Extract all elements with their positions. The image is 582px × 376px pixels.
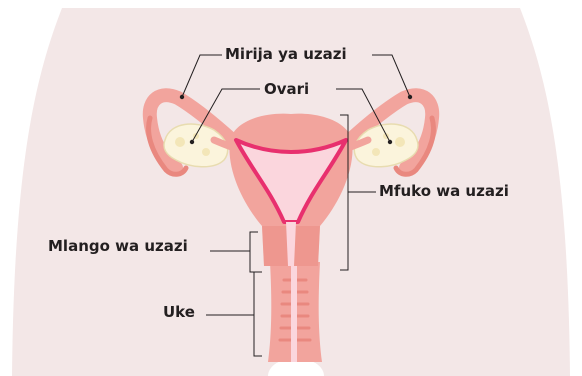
right-ovary-follicle (372, 148, 380, 156)
marker-dot-tubes-left (180, 95, 184, 99)
label-cervix: Mlango wa uzazi (48, 237, 188, 255)
left-ovary-follicle (175, 137, 185, 147)
left-ovary-follicle (202, 148, 210, 156)
label-ovary: Ovari (264, 80, 309, 98)
label-vagina: Uke (163, 303, 195, 321)
label-uterus: Mfuko wa uzazi (379, 182, 509, 200)
marker-dot-ovary-right (388, 140, 392, 144)
label-fallopian-tubes: Mirija ya uzazi (225, 45, 347, 63)
marker-dot-tubes-right (408, 95, 412, 99)
marker-dot-ovary-left (190, 140, 194, 144)
right-ovary-follicle (395, 137, 405, 147)
